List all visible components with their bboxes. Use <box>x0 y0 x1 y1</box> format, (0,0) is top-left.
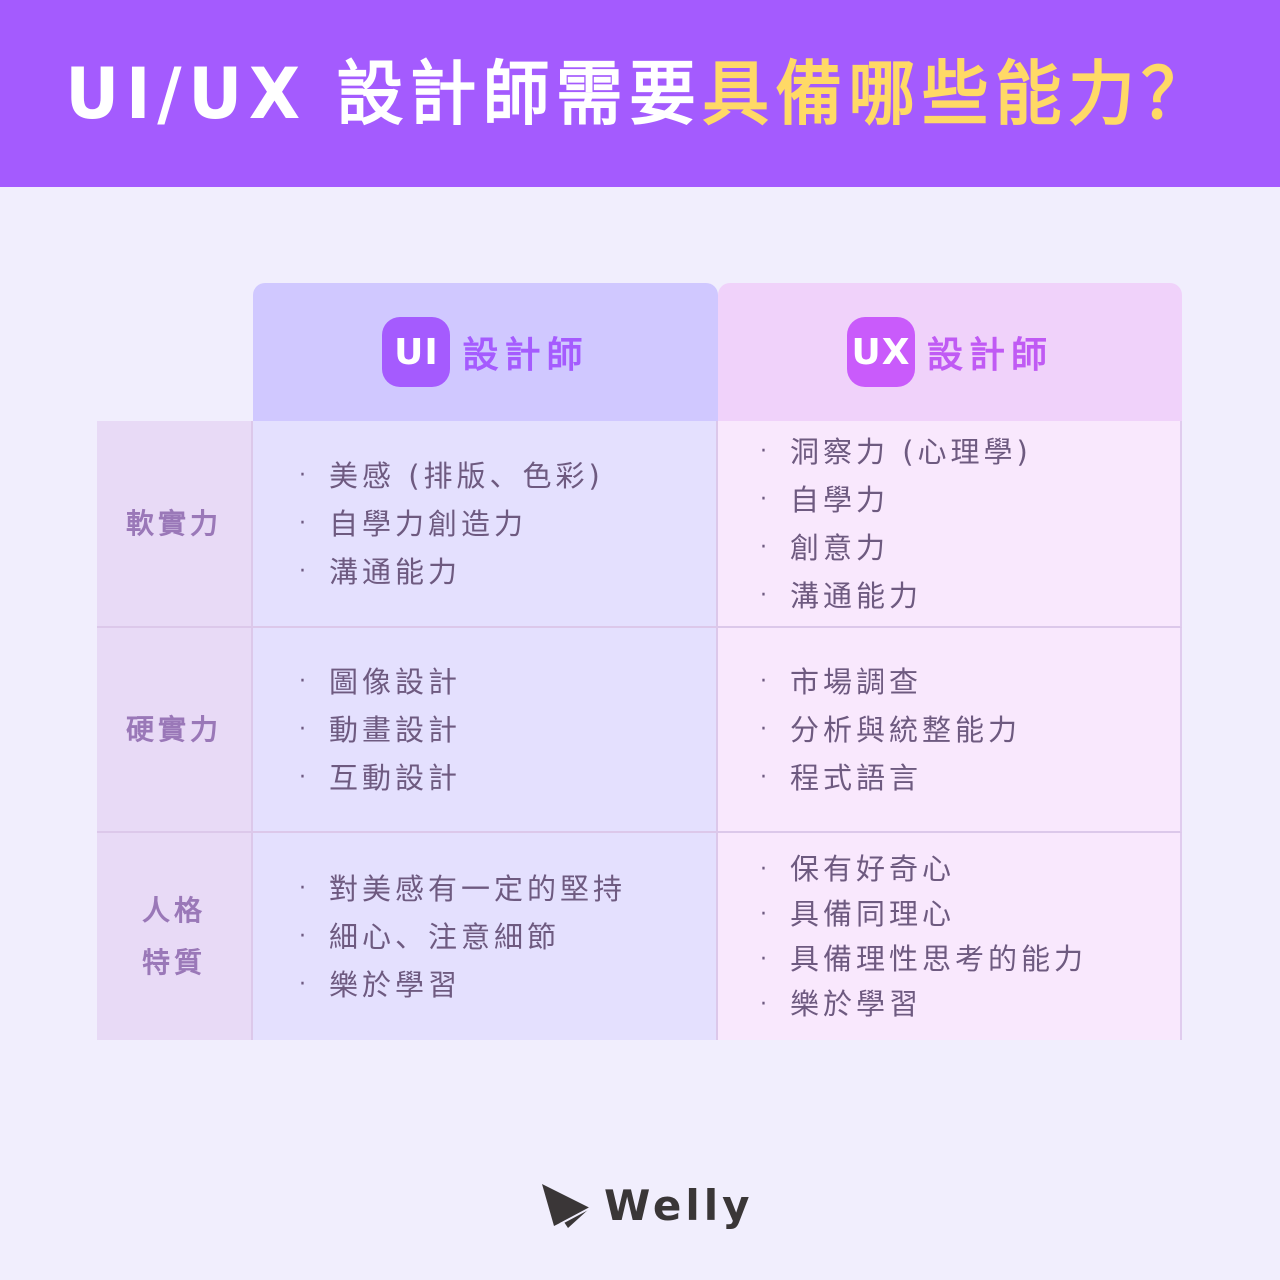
item-text: 互動設計 <box>329 760 462 795</box>
bullet-icon: · <box>299 764 310 790</box>
row-label-cell: 軟實力 <box>97 421 253 628</box>
ux-cell: · 市場調查 · 分析與統整能力 · 程式語言 <box>718 628 1182 833</box>
list-item: · 樂於學習 <box>760 982 1180 1027</box>
bullet-icon: · <box>299 923 310 949</box>
list-item: · 具備同理心 <box>760 892 1180 937</box>
list-item: · 程式語言 <box>760 754 1180 802</box>
item-text: 美感 (排版、色彩) <box>329 458 604 493</box>
bullet-icon: · <box>299 875 310 901</box>
item-text: 具備理性思考的能力 <box>790 941 1088 976</box>
page-title: UI/UX 設計師需要具備哪些能力？ <box>65 59 1214 129</box>
item-text: 圖像設計 <box>329 664 462 699</box>
bullet-icon: · <box>760 991 771 1017</box>
list-item: · 樂於學習 <box>299 961 716 1009</box>
row-label-line: 人格 <box>141 893 206 927</box>
table-row-soft-skills: 軟實力 · 美感 (排版、色彩) · 自學力創造力 · 溝通能力 · 洞察力 (心理學)… <box>97 421 1182 628</box>
item-text: 溝通能力 <box>790 578 923 613</box>
item-text: 程式語言 <box>790 760 923 795</box>
bullet-icon: · <box>760 668 771 694</box>
bullet-icon: · <box>760 582 771 608</box>
item-text: 市場調查 <box>790 664 923 699</box>
item-text: 對美感有一定的堅持 <box>329 871 627 906</box>
list-item: · 保有好奇心 <box>760 847 1180 892</box>
skill-list: · 圖像設計 · 動畫設計 · 互動設計 <box>253 628 716 831</box>
ux-cell: · 洞察力 (心理學) · 自學力 · 創意力 · 溝通能力 <box>718 421 1182 628</box>
bullet-icon: · <box>760 486 771 512</box>
row-label-cell: 硬實力 <box>97 628 253 833</box>
list-item: · 溝通能力 <box>299 548 716 596</box>
bullet-icon: · <box>760 534 771 560</box>
list-item: · 細心、注意細節 <box>299 913 716 961</box>
list-item: · 分析與統整能力 <box>760 706 1180 754</box>
row-label-line: 特質 <box>141 945 206 979</box>
item-text: 保有好奇心 <box>790 851 956 886</box>
bullet-icon: · <box>760 438 771 464</box>
item-text: 樂於學習 <box>329 967 462 1002</box>
list-item: · 互動設計 <box>299 754 716 802</box>
paper-plane-icon <box>542 1184 591 1228</box>
bullet-icon: · <box>299 462 310 488</box>
row-label: 硬實力 <box>125 712 222 746</box>
column-header-label: 設計師 <box>462 335 589 376</box>
column-header-ui: UI 設計師 <box>253 283 718 421</box>
bullet-icon: · <box>299 668 310 694</box>
ux-badge: UX <box>846 317 915 387</box>
bullet-icon: · <box>299 971 310 997</box>
row-label-cell: 人格 特質 <box>97 833 253 1040</box>
bullet-icon: · <box>760 946 771 972</box>
brand-logo: Welly <box>540 1180 754 1230</box>
list-item: · 圖像設計 <box>299 658 716 706</box>
item-text: 動畫設計 <box>329 712 462 747</box>
ui-cell: · 對美感有一定的堅持 · 細心、注意細節 · 樂於學習 <box>253 833 718 1040</box>
ui-cell: · 圖像設計 · 動畫設計 · 互動設計 <box>253 628 718 833</box>
list-item: · 自學力創造力 <box>299 500 716 548</box>
skill-list: · 洞察力 (心理學) · 自學力 · 創意力 · 溝通能力 <box>718 421 1180 626</box>
item-text: 溝通能力 <box>329 554 462 589</box>
bullet-icon: · <box>760 716 771 742</box>
column-header-label: 設計師 <box>926 335 1053 376</box>
skill-list: · 保有好奇心 · 具備同理心 · 具備理性思考的能力 · 樂於學習 <box>718 833 1180 1040</box>
bullet-icon: · <box>299 558 310 584</box>
item-text: 細心、注意細節 <box>329 919 561 954</box>
list-item: · 美感 (排版、色彩) <box>299 452 716 500</box>
list-item: · 對美感有一定的堅持 <box>299 865 716 913</box>
bullet-icon: · <box>760 856 771 882</box>
item-text: 自學力創造力 <box>329 506 528 541</box>
list-item: · 洞察力 (心理學) <box>760 428 1180 476</box>
column-header-ux: UX 設計師 <box>718 283 1182 421</box>
skill-list: · 對美感有一定的堅持 · 細心、注意細節 · 樂於學習 <box>253 833 716 1040</box>
list-item: · 溝通能力 <box>760 572 1180 620</box>
item-text: 樂於學習 <box>790 986 923 1021</box>
skill-list: · 市場調查 · 分析與統整能力 · 程式語言 <box>718 628 1180 831</box>
row-label: 軟實力 <box>125 506 222 540</box>
comparison-table: UI 設計師 UX 設計師 軟實力 · 美感 (排版、色彩) · 自學力創造力 · 溝… <box>97 283 1182 1040</box>
bullet-icon: · <box>299 510 310 536</box>
ui-cell: · 美感 (排版、色彩) · 自學力創造力 · 溝通能力 <box>253 421 718 628</box>
bullet-icon: · <box>760 764 771 790</box>
item-text: 具備同理心 <box>790 896 956 931</box>
item-text: 洞察力 (心理學) <box>790 434 1032 469</box>
item-text: 創意力 <box>790 530 890 565</box>
list-item: · 動畫設計 <box>299 706 716 754</box>
list-item: · 自學力 <box>760 476 1180 524</box>
table-row-personality: 人格 特質 · 對美感有一定的堅持 · 細心、注意細節 · 樂於學習 · 保有好奇心 ·… <box>97 833 1182 1040</box>
title-highlight-part: 具備哪些能力？ <box>702 52 1215 135</box>
title-banner: UI/UX 設計師需要具備哪些能力？ <box>0 0 1280 187</box>
brand-name: Welly <box>604 1180 754 1230</box>
title-white-part: UI/UX 設計師需要 <box>65 52 703 135</box>
list-item: · 創意力 <box>760 524 1180 572</box>
bullet-icon: · <box>299 716 310 742</box>
list-item: · 市場調查 <box>760 658 1180 706</box>
ux-cell: · 保有好奇心 · 具備同理心 · 具備理性思考的能力 · 樂於學習 <box>718 833 1182 1040</box>
bullet-icon: · <box>760 901 771 927</box>
skill-list: · 美感 (排版、色彩) · 自學力創造力 · 溝通能力 <box>253 421 716 626</box>
table-row-hard-skills: 硬實力 · 圖像設計 · 動畫設計 · 互動設計 · 市場調查 · 分析與統整能力 · 程式… <box>97 628 1182 833</box>
row-label: 人格 特質 <box>142 885 206 989</box>
item-text: 分析與統整能力 <box>790 712 1022 747</box>
list-item: · 具備理性思考的能力 <box>760 937 1180 982</box>
item-text: 自學力 <box>790 482 890 517</box>
ui-badge: UI <box>382 317 451 387</box>
